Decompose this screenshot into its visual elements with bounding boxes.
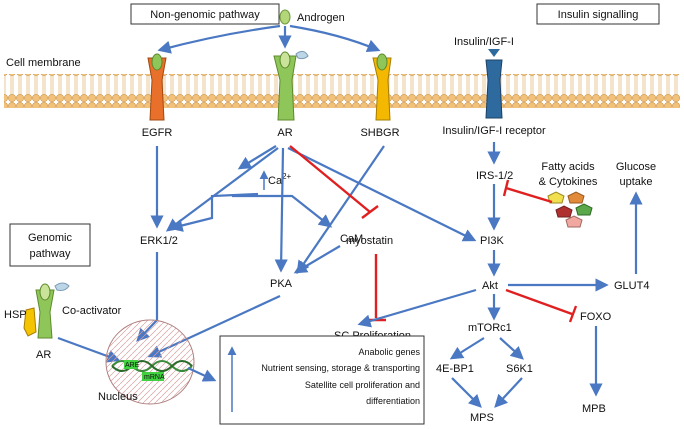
arrow-shbgr-pka xyxy=(296,145,385,275)
mtorc1-label: mTORc1 xyxy=(468,322,512,334)
egfr-receptor-icon xyxy=(147,53,167,121)
fatty-acids-line2: & Cytokines xyxy=(539,176,598,188)
erk-label: ERK1/2 xyxy=(140,235,178,247)
shbgr-label: SHBGR xyxy=(360,127,399,139)
pka-label: PKA xyxy=(270,278,293,290)
inhibit-akt-foxo xyxy=(505,288,573,316)
egfr-label: EGFR xyxy=(142,127,173,139)
dna-strand-icon xyxy=(111,360,193,372)
arrow-ar-erk xyxy=(165,147,279,232)
are-label: ARE xyxy=(125,362,140,369)
arrow-ca-erk xyxy=(169,192,259,232)
outcome-line1: Anabolic genes xyxy=(358,347,420,357)
arrow-androgen-shbgr xyxy=(289,24,381,52)
genomic-title-line2: pathway xyxy=(30,248,71,260)
arrow-akt-sc xyxy=(357,288,477,328)
ar-receptor-icon xyxy=(273,50,309,121)
insulin-receptor-icon xyxy=(485,59,503,119)
outcome-line4: differentiation xyxy=(366,396,420,406)
4ebp1-label: 4E-BP1 xyxy=(436,363,474,375)
s6k1-label: S6K1 xyxy=(506,363,533,375)
shbgr-receptor-icon xyxy=(372,53,392,121)
inhibit-cytokines-irs xyxy=(505,186,553,204)
arrow-mtorc1-s6k1 xyxy=(499,337,524,360)
inhibit-akt-foxo-bar xyxy=(568,305,578,323)
arrow-androgen-egfr xyxy=(157,24,281,54)
arrow-nucleus-outcomes xyxy=(187,367,217,382)
are-badge xyxy=(124,360,138,369)
akt-label: Akt xyxy=(482,280,498,292)
insulin-signalling-title: Insulin signalling xyxy=(558,9,639,21)
ar-label: AR xyxy=(277,127,292,139)
cytoplasmic-ar-label: AR xyxy=(36,349,51,361)
outcomes-box xyxy=(219,335,425,425)
arrow-s6k1-mps xyxy=(494,377,523,408)
outcome-line3: Satellite cell proliferation and xyxy=(305,380,420,390)
cam-label: CaM xyxy=(340,233,363,245)
genomic-title-line1: Genomic xyxy=(28,232,73,244)
insulin-igf-label: Insulin/IGF-I xyxy=(454,36,514,48)
inhibit-cytokines-irs-bar xyxy=(502,179,510,197)
ca-label: Ca2+ xyxy=(268,172,292,187)
arrow-mtorc1-4ebp1 xyxy=(449,337,485,360)
glucose-uptake-line2: uptake xyxy=(619,176,652,188)
mrna-badge xyxy=(142,372,164,381)
cell-membrane-label: Cell membrane xyxy=(6,57,81,69)
cytokines-icon xyxy=(547,191,593,228)
inhibit-ar-myostatin-bar xyxy=(361,205,379,219)
arrow-ar-ca xyxy=(237,145,277,170)
cytoplasmic-ar-icon xyxy=(23,282,70,339)
arrow-ar-pi3k xyxy=(287,147,477,242)
pi3k-label: PI3K xyxy=(480,235,505,247)
arrow-cam-pka xyxy=(293,245,341,274)
insulin-ligand-icon xyxy=(488,49,500,57)
arrow-ar-pka xyxy=(274,147,288,273)
foxo-label: FOXO xyxy=(580,311,612,323)
glut4-label: GLUT4 xyxy=(614,280,649,292)
nongenomic-title-box xyxy=(130,3,280,25)
myostatin-label: myostatin xyxy=(346,235,393,247)
androgen-label: Androgen xyxy=(297,12,345,24)
genomic-title-box xyxy=(9,223,91,267)
fatty-acids-line1: Fatty acids xyxy=(541,161,595,173)
mrna-label: mRNA xyxy=(144,374,165,381)
inhibit-ar-myostatin xyxy=(289,145,371,213)
irs-label: IRS-1/2 xyxy=(476,170,513,182)
nucleus-label: Nucleus xyxy=(98,391,138,403)
nucleus-icon xyxy=(105,319,195,405)
mps-label: MPS xyxy=(470,412,494,424)
insulin-signalling-box xyxy=(536,3,660,25)
arrow-4ebp1-mps xyxy=(451,377,482,408)
nongenomic-title: Non-genomic pathway xyxy=(150,9,260,21)
cell-membrane xyxy=(4,74,680,108)
coactivator-label: Co-activator xyxy=(62,305,122,317)
arrow-ca-cam xyxy=(232,194,333,228)
glucose-uptake-line1: Glucose xyxy=(616,161,656,173)
hsp-label: HSP xyxy=(4,309,27,321)
insulin-receptor-label: Insulin/IGF-I receptor xyxy=(442,125,546,137)
mpb-label: MPB xyxy=(582,403,606,415)
outcome-line2: Nutrient sensing, storage & transporting xyxy=(261,363,420,373)
androgen-icon xyxy=(279,9,291,25)
